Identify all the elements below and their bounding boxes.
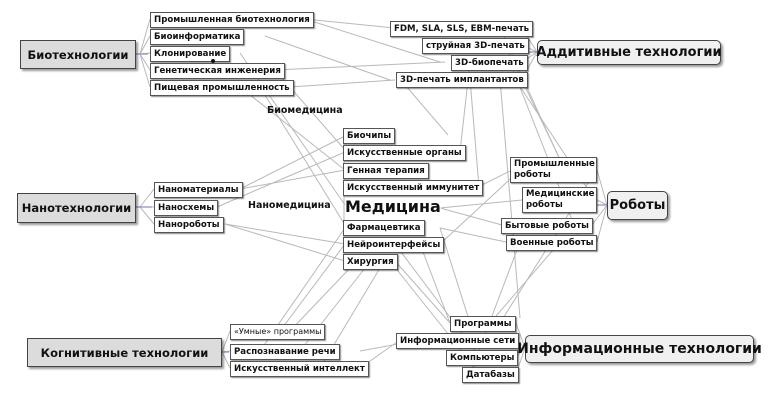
hub-additive-technologies[interactable]: Аддитивные технологии — [536, 40, 722, 65]
node-3d-implants[interactable]: 3D-печать имплантантов — [396, 72, 528, 88]
node-biochips[interactable]: Биочипы — [343, 128, 396, 144]
node-surgery[interactable]: Хирургия — [343, 254, 398, 270]
node-information-networks[interactable]: Информационные сети — [396, 333, 520, 349]
node-cloning[interactable]: Клонирование — [150, 46, 231, 62]
hub-information-technologies[interactable]: Информационные технологии — [517, 335, 762, 363]
node-food-industry[interactable]: Пищевая промышленность — [150, 80, 294, 96]
node-speech-recognition[interactable]: Распознавание речи — [230, 344, 340, 360]
hub-cognitive-technologies[interactable]: Когнитивные технологии — [27, 338, 222, 367]
node-databases[interactable]: Датабазы — [462, 367, 519, 383]
node-artificial-intelligence[interactable]: Искусственный интеллект — [230, 361, 369, 377]
node-smart-programs[interactable]: «Умные» программы — [230, 324, 326, 340]
node-pharmaceutics[interactable]: Фармацевтика — [343, 220, 425, 236]
node-artificial-immunity[interactable]: Искусственный иммунитет — [343, 180, 484, 196]
node-military-robots[interactable]: Военные роботы — [506, 235, 598, 251]
node-genetic-engineering[interactable]: Генетическая инженерия — [150, 63, 285, 79]
node-fdm-printing[interactable]: FDM, SLA, SLS, EBM-печать — [390, 21, 534, 37]
node-gene-therapy[interactable]: Генная терапия — [343, 163, 429, 179]
node-nanomaterials[interactable]: Наноматериалы — [154, 182, 243, 198]
connector-dot — [211, 59, 215, 63]
biomedicine-label: Биомедицина — [267, 105, 343, 116]
node-programs[interactable]: Программы — [450, 316, 516, 332]
node-inkjet-3d[interactable]: струйная 3D-печать — [422, 38, 529, 54]
node-neurointerfaces[interactable]: Нейроинтерфейсы — [343, 237, 445, 253]
node-industrial-biotech[interactable]: Промышленная биотехнология — [150, 12, 314, 28]
node-household-robots[interactable]: Бытовые роботы — [501, 218, 593, 234]
hub-biotechnology[interactable]: Биотехнологии — [20, 40, 136, 69]
node-nanorobots[interactable]: Нанороботы — [154, 217, 224, 233]
node-3d-bioprinting[interactable]: 3D-биопечать — [451, 55, 528, 71]
node-industrial-robots[interactable]: Промышленные роботы — [510, 157, 597, 183]
hub-nanotechnology[interactable]: Нанотехнологии — [17, 193, 136, 223]
nanomedicine-label: Наномедицина — [248, 200, 331, 211]
hub-robots[interactable]: Роботы — [607, 191, 668, 220]
node-medical-robots[interactable]: Медицинские роботы — [522, 187, 597, 213]
center-medicine-label: Медицина — [345, 197, 441, 216]
node-bioinformatics[interactable]: Биоинформатика — [150, 29, 245, 45]
node-computers[interactable]: Компьютеры — [446, 350, 519, 366]
node-nanocircuits[interactable]: Наносхемы — [154, 200, 219, 216]
node-artificial-organs[interactable]: Искусственные органы — [343, 145, 466, 161]
